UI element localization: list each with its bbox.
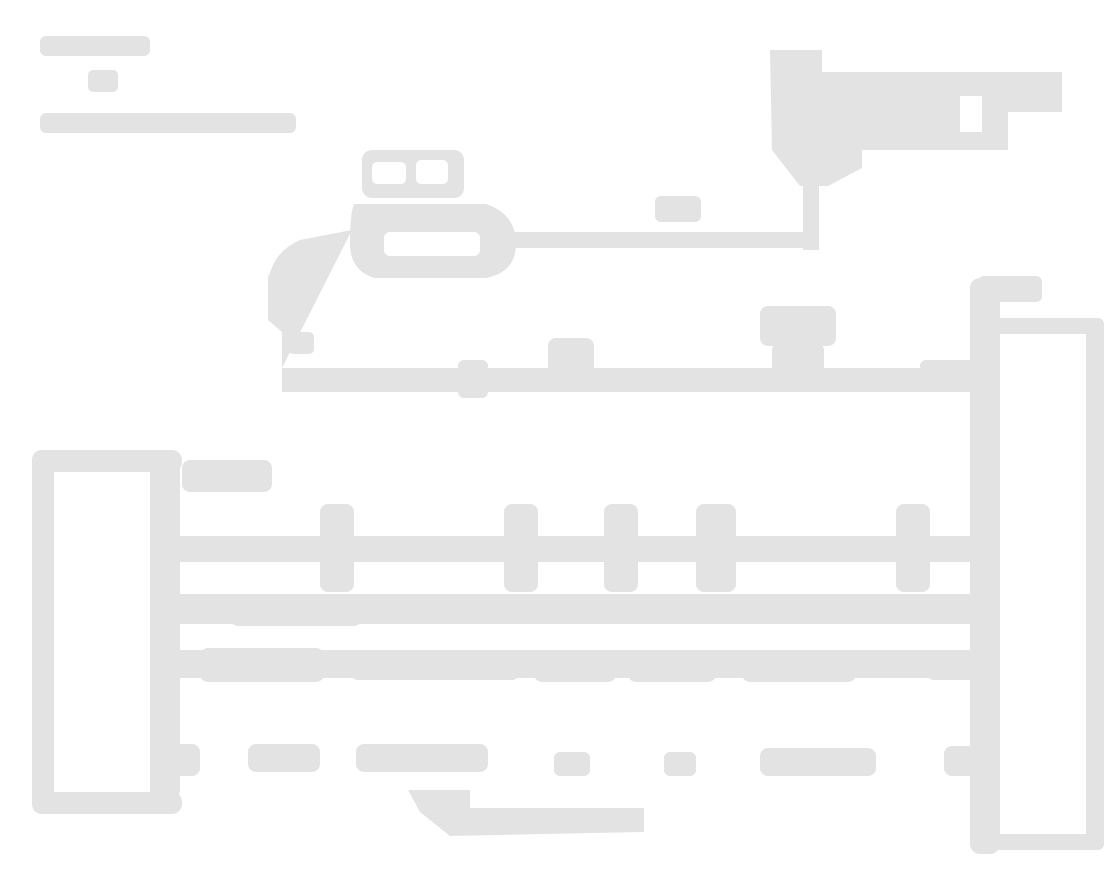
row2-seg-1 xyxy=(230,598,362,626)
bump-2 xyxy=(548,338,594,388)
row3-seg-5 xyxy=(742,650,856,682)
row3-seg-4 xyxy=(628,650,716,682)
axis-title-shape xyxy=(408,790,644,836)
bump-3 xyxy=(760,306,836,346)
upper-node-cap-1 xyxy=(372,162,406,184)
left-bracket-inner xyxy=(54,472,150,792)
row3-seg-3 xyxy=(534,650,616,682)
row3-seg-1 xyxy=(200,648,324,682)
connector-top-label xyxy=(655,196,701,222)
legend-line-3 xyxy=(40,113,296,133)
row2-seg-2 xyxy=(392,598,560,624)
connector-top-vertical xyxy=(803,170,819,250)
bump-3-stem xyxy=(772,344,824,380)
bottom-label-2 xyxy=(248,744,320,772)
post-3 xyxy=(604,504,638,592)
row2-seg-3 xyxy=(584,598,854,624)
post-4 xyxy=(696,504,736,592)
legend-line-1 xyxy=(40,36,150,56)
post-1 xyxy=(320,504,354,592)
right-bracket xyxy=(970,276,1104,854)
post-2 xyxy=(504,504,538,592)
post-5 xyxy=(896,504,930,592)
left-loop-label-2 xyxy=(288,332,314,354)
left-loop-label-1 xyxy=(268,272,296,306)
right-bracket-inner xyxy=(1000,334,1086,834)
row3-seg-2 xyxy=(350,650,520,680)
connector-top-horizontal xyxy=(508,232,819,248)
legend-block xyxy=(40,36,296,133)
legend-line-2 xyxy=(88,70,118,92)
upper-node-cap-2 xyxy=(416,160,448,184)
bottom-label-3 xyxy=(356,744,488,772)
row2-seg-4 xyxy=(878,598,958,624)
upper-node-inner xyxy=(384,232,480,256)
left-bracket xyxy=(32,450,272,814)
top-right-inner xyxy=(960,96,982,132)
bottom-label-5 xyxy=(664,752,696,776)
bottom-label-6 xyxy=(760,748,876,776)
bottom-label-4 xyxy=(554,752,590,776)
top-right-shape xyxy=(770,50,1062,186)
bump-1 xyxy=(458,360,488,398)
